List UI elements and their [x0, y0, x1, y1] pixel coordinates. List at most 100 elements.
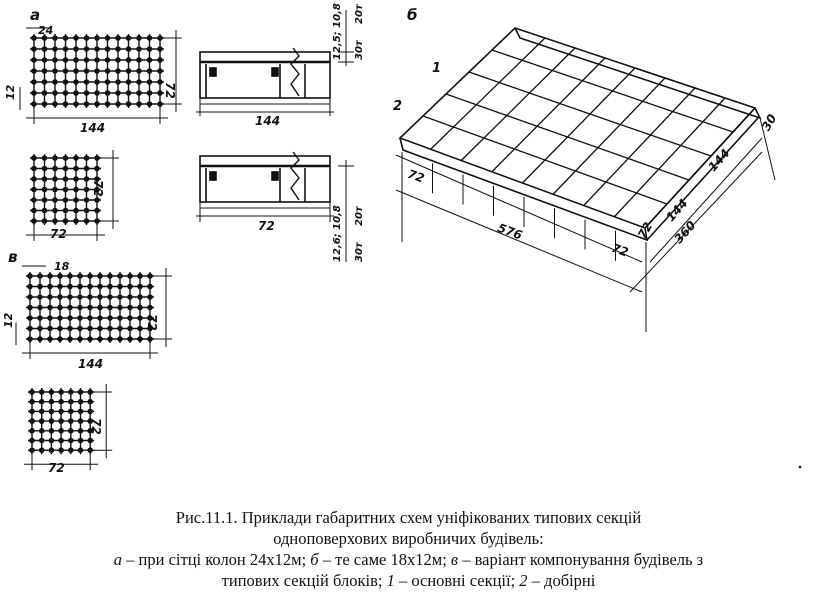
iso-label-1: 1	[432, 61, 441, 76]
iso-label-2: 2	[393, 99, 402, 114]
column-dot	[146, 79, 153, 85]
column-dot	[31, 207, 37, 214]
caption-line-1: Рис.11.1. Приклади габаритних схем уніфі…	[175, 508, 642, 527]
iso-dim-side-360: 360	[671, 218, 698, 246]
caption-l4-t2: – основні секції;	[394, 571, 520, 590]
column-dot	[97, 283, 103, 290]
column-dot	[31, 57, 37, 63]
caption-v-text: – варіант компонування будівель з	[458, 550, 704, 569]
grid-v-bottom	[24, 384, 113, 471]
column-dot	[94, 186, 100, 193]
caption-b: б	[310, 550, 319, 569]
column-dot	[77, 418, 84, 424]
column-dot	[104, 57, 111, 63]
column-dot	[125, 68, 132, 74]
column-dot	[87, 325, 93, 332]
column-dot	[87, 418, 93, 424]
dim-sec-bottom-h3: 20т	[354, 205, 365, 226]
iso-dim-side-72: 72	[635, 220, 655, 241]
roof-panel-line	[445, 93, 690, 181]
panel-label-v: в	[8, 248, 18, 266]
column-dot	[47, 336, 53, 342]
column-dot	[137, 304, 143, 311]
column-dot	[137, 294, 143, 300]
column-dot	[52, 207, 58, 214]
dim-sec-top-h3: 20т	[354, 3, 365, 24]
column-dot	[87, 428, 93, 434]
column-dot	[136, 46, 142, 52]
column-dot	[52, 46, 58, 52]
roof-panel-line	[430, 37, 546, 150]
roof-panel-line	[613, 97, 726, 218]
column-dot	[29, 408, 35, 415]
column-dot	[27, 325, 33, 332]
column-dot	[29, 428, 35, 434]
column-dot	[48, 398, 55, 405]
caption-a-text: – при сітці колон 24х12м;	[122, 550, 311, 569]
column-dot	[104, 68, 111, 74]
column-dot	[41, 101, 48, 107]
dimension-line	[395, 154, 643, 263]
column-dot	[31, 79, 37, 85]
column-dot	[58, 418, 64, 424]
caption-line-3: а – при сітці колон 24х12м; б – те саме …	[0, 549, 817, 570]
column-dot	[157, 68, 163, 74]
column-dot	[62, 155, 69, 161]
column-dot	[31, 176, 37, 182]
column-dot	[94, 90, 100, 96]
column-dot	[31, 155, 37, 161]
dim-v-top-width: 72	[145, 314, 159, 331]
column-dot	[73, 79, 79, 85]
column-dot	[37, 315, 43, 321]
column-dot	[68, 437, 74, 444]
column-dot	[47, 304, 53, 311]
column-dot	[62, 165, 69, 172]
column-dot	[57, 294, 63, 300]
column-dot	[62, 186, 69, 193]
column-dot	[38, 428, 45, 434]
dimension-line	[649, 137, 763, 263]
column-dot	[47, 325, 53, 332]
column-dot	[136, 79, 142, 85]
column-dot	[107, 294, 113, 300]
column-dot	[127, 336, 133, 342]
column-dot	[94, 165, 100, 172]
column-dot	[27, 315, 33, 321]
column-dot	[67, 294, 73, 300]
column-dot	[73, 101, 79, 107]
column-dot	[52, 165, 58, 172]
column-dot	[77, 428, 84, 434]
section-top	[196, 10, 354, 116]
column-dot	[83, 101, 90, 107]
column-dot	[48, 418, 55, 424]
grid-a-bottom	[26, 150, 119, 241]
column-dot	[37, 325, 43, 332]
figure-caption: Рис.11.1. Приклади габаритних схем уніфі…	[0, 507, 817, 591]
column-dot	[31, 165, 37, 172]
column-dot	[31, 186, 37, 193]
column-dot	[77, 283, 83, 290]
column-dot	[83, 90, 90, 96]
column-dot	[62, 35, 69, 41]
column-dot	[73, 68, 79, 74]
column-dot	[87, 398, 93, 405]
column-dot	[157, 79, 163, 85]
column-dot	[147, 294, 153, 300]
column-dot	[41, 155, 48, 161]
column-dot	[73, 218, 79, 224]
column-dot	[117, 283, 123, 290]
column-dot	[83, 218, 90, 224]
column-dot	[146, 68, 153, 74]
column-dot	[127, 273, 133, 279]
column-dot	[29, 389, 35, 395]
column-dot	[62, 46, 69, 52]
column-dot	[68, 418, 74, 424]
column-dot	[117, 315, 123, 321]
column-dot	[73, 186, 79, 193]
column-dot	[94, 207, 100, 214]
column-dot	[104, 35, 111, 41]
column-dot	[104, 101, 111, 107]
dim-sec-bottom-h1: 12,6; 10,8	[332, 205, 343, 262]
column-dot	[125, 57, 132, 63]
column-dot	[47, 315, 53, 321]
